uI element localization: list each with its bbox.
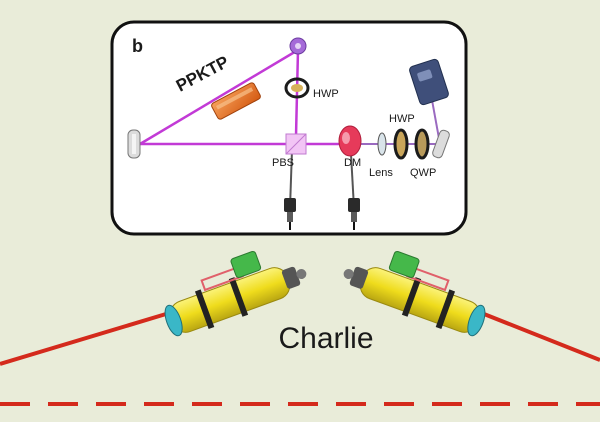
- dm-label: DM: [344, 157, 361, 169]
- panel-frame: [110, 20, 468, 236]
- lens-label: Lens: [369, 167, 393, 179]
- dichroic-mirror: [338, 125, 362, 157]
- mirror-left: [127, 129, 141, 159]
- fiber-link-left: [0, 312, 167, 366]
- hwp-top-label: HWP: [313, 88, 339, 100]
- ppktp-crystal: [211, 82, 261, 120]
- inset-panel: b PPKTP: [110, 20, 468, 236]
- hwp-top: [284, 77, 310, 99]
- hwp-right-label: HWP: [389, 113, 415, 125]
- station-label: Charlie: [278, 322, 373, 355]
- telescope-right: [343, 250, 486, 337]
- pump-laser: [409, 58, 449, 106]
- mirror-right: [432, 129, 450, 159]
- mirror-top: [289, 37, 307, 55]
- panel-letter: b: [132, 36, 143, 56]
- qwp-label: QWP: [410, 167, 436, 179]
- fiber-coupler-right: [348, 198, 360, 230]
- fiber-links: [0, 312, 600, 406]
- pump-beams: [139, 48, 350, 146]
- telescope-left: [164, 250, 307, 337]
- pump-beam-diagonal: [139, 48, 299, 146]
- qwp: [414, 128, 430, 160]
- fiber-link-right: [483, 312, 600, 362]
- fiber-coupler-left: [284, 198, 296, 230]
- pbs-label: PBS: [272, 157, 294, 169]
- pump-beam-vertical: [294, 49, 300, 137]
- hwp-right: [393, 128, 409, 160]
- pbs-cube: [285, 133, 307, 155]
- lens: [377, 132, 387, 156]
